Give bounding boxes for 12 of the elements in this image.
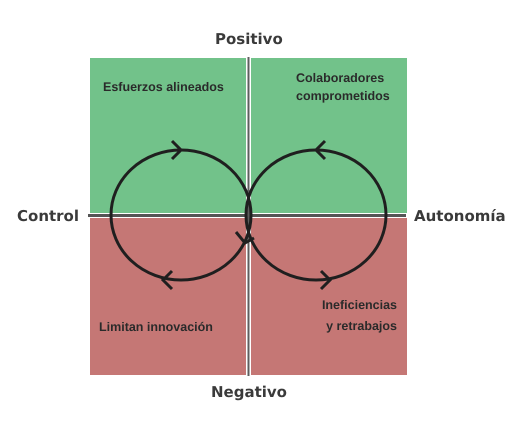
- quadrant-label: Esfuerzos alineados: [103, 79, 224, 96]
- quadrant-panel: [251, 218, 407, 375]
- axis-label: Control: [17, 207, 80, 225]
- axis-label: Positivo: [215, 30, 283, 48]
- axis-label: Autonomía: [414, 207, 506, 225]
- quadrant-panel: [90, 58, 246, 213]
- axis-label: Negativo: [211, 383, 287, 401]
- quadrant-panel: [251, 58, 407, 213]
- quadrant-label: Ineficiencias y retrabajos: [320, 297, 397, 335]
- quadrant-label: Limitan innovación: [99, 319, 213, 336]
- quadrant-label: Colaboradores comprometidos: [296, 70, 391, 105]
- quadrant-panel: [90, 218, 246, 375]
